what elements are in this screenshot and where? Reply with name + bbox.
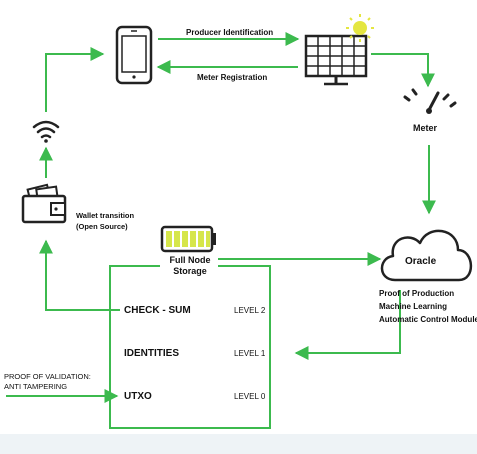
storage-box-outline xyxy=(109,265,271,429)
cloud-icon xyxy=(380,229,473,282)
validation-label-line2: ANTI TAMPERING xyxy=(4,382,68,391)
oracle-label: Oracle xyxy=(405,256,437,267)
storage-level-number: LEVEL 0 xyxy=(234,392,266,401)
storage-level-number: LEVEL 2 xyxy=(234,306,266,315)
smartphone-icon xyxy=(115,25,153,85)
storage-level-name: IDENTITIES xyxy=(124,348,180,359)
storage-level-name: UTXO xyxy=(124,391,152,402)
wallet-label-line1: Wallet transition xyxy=(76,211,135,220)
oracle-to-storage-line xyxy=(294,290,401,360)
footer-band xyxy=(0,434,477,454)
full-node-label-line1: Full Node xyxy=(169,255,211,265)
storage-level-number: LEVEL 1 xyxy=(234,349,266,358)
validation-label-line1: PROOF OF VALIDATION: xyxy=(4,372,91,381)
checksum-to-wallet-line xyxy=(39,239,120,311)
wallet-icon xyxy=(21,183,67,224)
oracle-feature-item: Proof of Production xyxy=(379,289,455,298)
oracle-feature-item: Automatic Control Module xyxy=(379,315,477,324)
meter-gauge-icon xyxy=(403,88,457,114)
sun-icon xyxy=(346,14,374,42)
wallet-label-line2: (Open Source) xyxy=(76,222,128,231)
oracle-feature-item: Machine Learning xyxy=(379,302,448,311)
meter-label: Meter xyxy=(413,123,438,133)
wifi-icon xyxy=(32,120,60,143)
producer-identification-label: Producer Identification xyxy=(186,28,274,37)
wifi-to-phone-line xyxy=(45,47,105,112)
full-node-label-line2: Storage xyxy=(173,266,207,276)
meter-registration-label: Meter Registration xyxy=(197,73,268,82)
connector-lines xyxy=(6,32,436,429)
storage-level-name: CHECK - SUM xyxy=(124,305,191,316)
panel-to-meter-line xyxy=(371,53,435,88)
solar-panel-icon xyxy=(304,34,368,86)
battery-icon xyxy=(160,225,216,253)
